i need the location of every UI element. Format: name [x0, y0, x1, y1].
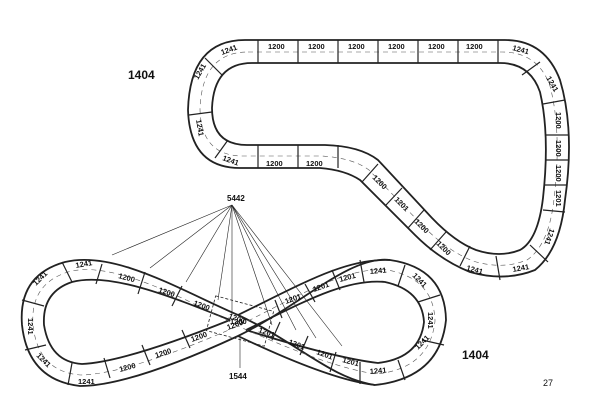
segment-code: 1200	[308, 42, 325, 51]
segment-code: 1200	[428, 42, 445, 51]
segment-code: 1200	[554, 140, 563, 157]
crossing-part-label: 5442	[227, 194, 245, 203]
segment-code: 1241	[511, 43, 529, 56]
segment-code: 1201	[315, 347, 334, 361]
segment-code: 1200	[554, 165, 563, 182]
segment-code: 1241	[194, 119, 206, 137]
segment-code: 1200	[118, 361, 136, 374]
segment-code: 1241	[220, 43, 239, 57]
segment-code: 1200	[157, 285, 176, 299]
layout-label-bottom: 1404	[462, 348, 489, 362]
segment-code: 1241	[369, 366, 386, 376]
segment-code: 1200	[554, 112, 563, 129]
segment-code: 1201	[554, 190, 563, 207]
segment-code: 1200	[413, 217, 431, 235]
crossing-piece-outline	[205, 295, 275, 347]
crossing-centre-label: 1544	[229, 372, 247, 381]
segment-code: 1201	[393, 195, 411, 213]
layout-label-top: 1404	[128, 68, 155, 82]
top-segment-ticks	[188, 40, 568, 281]
segment-code: 1241	[78, 377, 95, 386]
segment-code: 1200	[348, 42, 365, 51]
segment-code: 1200	[388, 42, 405, 51]
segment-code: 1200	[230, 317, 247, 326]
segment-code: 1241	[465, 263, 483, 276]
segment-code: 1200	[117, 271, 135, 284]
segment-code: 1200	[466, 42, 483, 51]
segment-code: 1200	[306, 159, 323, 168]
segment-code: 1241	[192, 62, 208, 81]
segment-code: 1241	[369, 266, 386, 276]
segment-code: 1241	[75, 258, 93, 270]
segment-code: 1241	[26, 318, 35, 335]
segment-code: 1241	[31, 269, 49, 287]
leader-lines	[111, 204, 343, 368]
segment-code: 1201	[341, 355, 359, 368]
segment-code: 1200	[190, 330, 209, 344]
segment-code: 1200	[154, 346, 173, 360]
figure-eight-layout: 1241 1200 1200 1200 1200 1241 1241 1241 …	[20, 258, 447, 387]
figure-eight-segment-labels: 1241 1200 1200 1200 1200 1241 1241 1241 …	[26, 258, 435, 386]
segment-code: 1200	[268, 42, 285, 51]
segment-code: 1201	[287, 337, 306, 351]
page-number: 27	[543, 378, 554, 388]
segment-code: 1201	[338, 271, 356, 284]
segment-code: 1200	[371, 173, 389, 191]
segment-code: 1200	[266, 159, 283, 168]
segment-code: 1241	[413, 333, 431, 351]
segment-code: 1241	[512, 262, 530, 274]
figure-eight-ticks	[21, 259, 445, 386]
segment-code: 1241	[426, 312, 435, 329]
